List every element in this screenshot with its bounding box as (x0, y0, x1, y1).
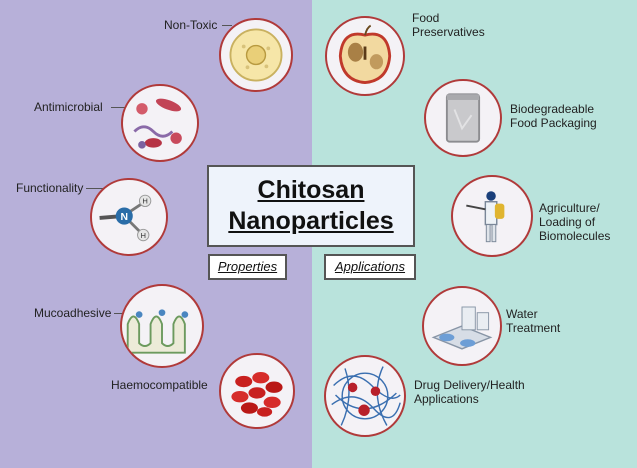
label-line: Biodegradeable (510, 102, 595, 116)
mucosa-icon (120, 284, 204, 368)
label-line: Applications (414, 392, 479, 406)
connector-line (222, 25, 232, 26)
label-line: Food Packaging (510, 116, 597, 130)
hydrogen-atom-label: H (142, 197, 147, 206)
connector-line (111, 107, 125, 108)
package-bag-icon (424, 79, 502, 157)
property-label-antimicrobial: Antimicrobial (34, 100, 103, 114)
cell-icon (219, 18, 293, 92)
blood-cells-icon (219, 353, 295, 429)
application-label-food-preservatives: Food Preservatives (412, 11, 485, 39)
sprayer-person-icon (451, 175, 533, 257)
property-label-haemocompatible: Haemocompatible (111, 378, 208, 392)
label-line: Preservatives (412, 25, 485, 39)
connector-line (114, 313, 124, 314)
application-label-drug-delivery: Drug Delivery/Health Applications (414, 378, 525, 406)
label-line: Treatment (506, 321, 561, 335)
microbes-icon (121, 84, 199, 162)
label-line: Food (412, 11, 440, 25)
nitrogen-atom-label: N (120, 212, 128, 223)
application-label-biodegradeable-packaging: Biodegradeable Food Packaging (510, 102, 597, 130)
rotten-apple-icon (325, 16, 405, 96)
connector-line (86, 188, 114, 189)
property-label-non-toxic: Non-Toxic (164, 18, 218, 32)
hydrogen-atom-label: H (140, 231, 145, 240)
label-line: Drug Delivery/Health (414, 378, 525, 392)
label-line: Biomolecules (539, 229, 611, 243)
title-box: Chitosan Nanoparticles (207, 165, 415, 247)
property-label-functionality: Functionality (16, 181, 84, 195)
property-label-mucoadhesive: Mucoadhesive (34, 306, 112, 320)
applications-tag: Applications (324, 254, 416, 280)
nanoparticle-network-icon (324, 355, 406, 437)
amine-molecule-icon: N H H (90, 178, 168, 256)
application-label-agriculture: Agriculture/ Loading of Biomolecules (539, 201, 610, 243)
application-label-water-treatment: Water Treatment (506, 307, 560, 335)
title-line-1: Chitosan (257, 176, 365, 204)
label-line: Agriculture/ (539, 201, 600, 215)
label-line: Water (506, 307, 538, 321)
water-treatment-icon (422, 286, 502, 366)
title-line-2: Nanoparticles (228, 207, 394, 235)
properties-tag: Properties (208, 254, 287, 280)
label-line: Loading of (539, 215, 596, 229)
